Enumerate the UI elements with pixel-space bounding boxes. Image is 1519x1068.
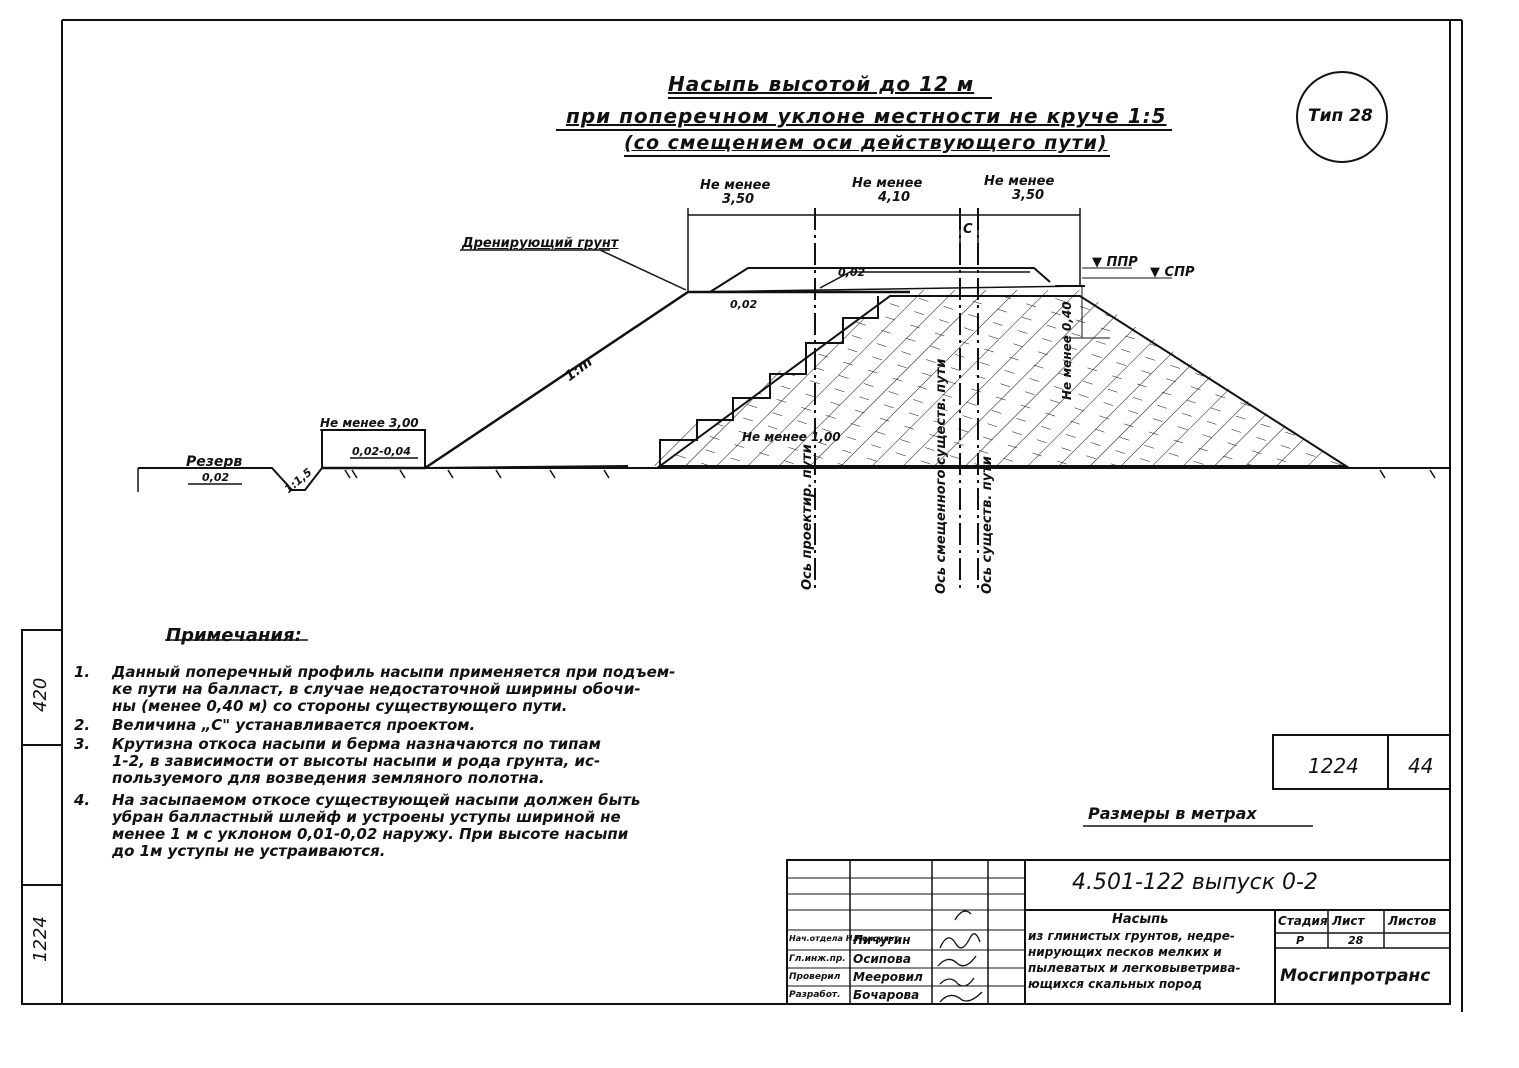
stamp-role-3: Проверил	[789, 972, 841, 982]
stamp-name-3: Мееровил	[853, 970, 923, 984]
dim-right-value: 3,50	[1012, 188, 1045, 203]
reserve-slope-label: 0,02	[202, 471, 230, 484]
dim-left-value: 3,50	[722, 192, 755, 207]
ground-hatch	[344, 469, 1436, 479]
reserve-label: Резерв	[186, 454, 243, 470]
sizes-note: Размеры в метрах	[1088, 804, 1257, 823]
axis-exist-label: Ось существ. пути	[980, 456, 995, 594]
level-spr: ▼ СПР	[1150, 265, 1195, 280]
axis-design-label: Ось проектир. пути	[800, 444, 815, 590]
stamp-sheet-value: 28	[1348, 934, 1364, 947]
title-line-3: (со смещением оси действующего пути)	[624, 132, 1108, 154]
stamp-stage-value: Р	[1296, 934, 1305, 947]
axis-shift-label: Ось смещенного существ. пути	[934, 358, 949, 594]
side-stamp-top: 420	[30, 677, 51, 712]
doc-code: 4.501-122 выпуск 0-2	[1072, 870, 1318, 895]
slope-002-top: 0,02	[838, 266, 866, 279]
title-block	[786, 859, 1451, 1005]
note-4-line-4: до 1м уступы не устраиваются.	[112, 842, 386, 860]
stamp-stage-header: Стадия	[1278, 914, 1328, 928]
sheet-box-right: 44	[1408, 754, 1434, 778]
stamp-title-5: ющихся скальных пород	[1028, 977, 1202, 991]
side-stamp	[21, 629, 63, 1005]
dim-mid-label: Не менее	[852, 176, 923, 191]
side-stamp-bottom: 1224	[30, 916, 51, 962]
type-badge-circle	[1296, 71, 1388, 163]
type-badge: Тип 28	[1308, 106, 1373, 126]
dim-left-label: Не менее	[700, 178, 771, 193]
stamp-name-2: Осипова	[853, 952, 911, 966]
title-line-2: при поперечном уклоне местности не круче…	[566, 104, 1167, 128]
note-1-line-3: ны (менее 0,40 м) со стороны существующе…	[112, 697, 568, 715]
note-3-number: 3.	[74, 735, 91, 753]
stamp-role-4: Разработ.	[789, 990, 841, 1000]
note-3-line-1: Крутизна откоса насыпи и берма назначают…	[112, 735, 601, 753]
note-4-line-3: менее 1 м с уклоном 0,01-0,02 наружу. Пр…	[112, 825, 629, 843]
drain-soil-label: Дренирующий грунт	[462, 236, 619, 251]
stamp-title-4: пылеватых и легковыветрива-	[1028, 961, 1241, 975]
step-min-label: Не менее 1,00	[742, 430, 841, 444]
sheet-box	[1272, 734, 1451, 790]
slope-002-left: 0,02	[730, 298, 758, 311]
note-4-line-1: На засыпаемом откосе существующей насыпи…	[112, 791, 641, 809]
note-1-line-2: ке пути на балласт, в случае недостаточн…	[112, 680, 641, 698]
dim-right-label: Не менее	[984, 174, 1055, 189]
label-underlines	[165, 429, 1313, 827]
berm-slope-label: 0,02-0,04	[352, 445, 411, 458]
note-1-line-1: Данный поперечный профиль насыпи применя…	[112, 663, 676, 681]
level-ppr: ▼ ППР	[1092, 255, 1138, 270]
berm-min-label: Не менее 3,00	[320, 416, 419, 430]
signatures	[937, 910, 983, 1003]
steps	[659, 296, 879, 466]
dim-mid-value: 4,10	[878, 190, 911, 205]
note-3-line-2: 1-2, в зависимости от высоты насыпи и ро…	[112, 752, 601, 770]
note-2-line-1: Величина „С" устанавливается проектом.	[112, 716, 476, 734]
stamp-name-1: Пичугин	[853, 933, 911, 947]
stamp-name-4: Бочарова	[853, 988, 920, 1002]
title-line-1: Насыпь высотой до 12 м	[668, 72, 975, 96]
note-3-line-3: пользуемого для возведения земляного пол…	[112, 769, 545, 787]
note-4-line-2: убран балластный шлейф и устроены уступы…	[112, 808, 621, 826]
ground-line	[137, 467, 1450, 492]
drain-leader	[599, 249, 687, 291]
right-min-label: Не менее 0,40	[1060, 301, 1074, 400]
stamp-title-1: Насыпь	[1112, 912, 1169, 927]
stamp-role-1: Нач.отдела Н.Консульт	[789, 934, 899, 943]
title-underlines	[556, 97, 1172, 157]
stamp-org: Мосгипротранс	[1280, 966, 1431, 986]
stamp-sheet-header: Лист	[1332, 914, 1365, 928]
stamp-role-2: Гл.инж.пр.	[789, 954, 846, 964]
dim-c: С	[963, 222, 973, 237]
sheet-frame	[22, 19, 1463, 1012]
track-axes	[814, 208, 979, 592]
sheet-box-left: 1224	[1308, 754, 1359, 778]
stamp-sheets-header: Листов	[1388, 914, 1437, 928]
existing-embankment-core	[656, 295, 1350, 467]
notes-heading: Примечания:	[166, 625, 302, 646]
stamp-title-3: нирующих песков мелких и	[1028, 945, 1222, 959]
stamp-title-2: из глинистых грунтов, недре-	[1028, 929, 1235, 943]
note-2-number: 2.	[74, 716, 91, 734]
note-1-number: 1.	[74, 663, 91, 681]
note-4-number: 4.	[74, 791, 91, 809]
